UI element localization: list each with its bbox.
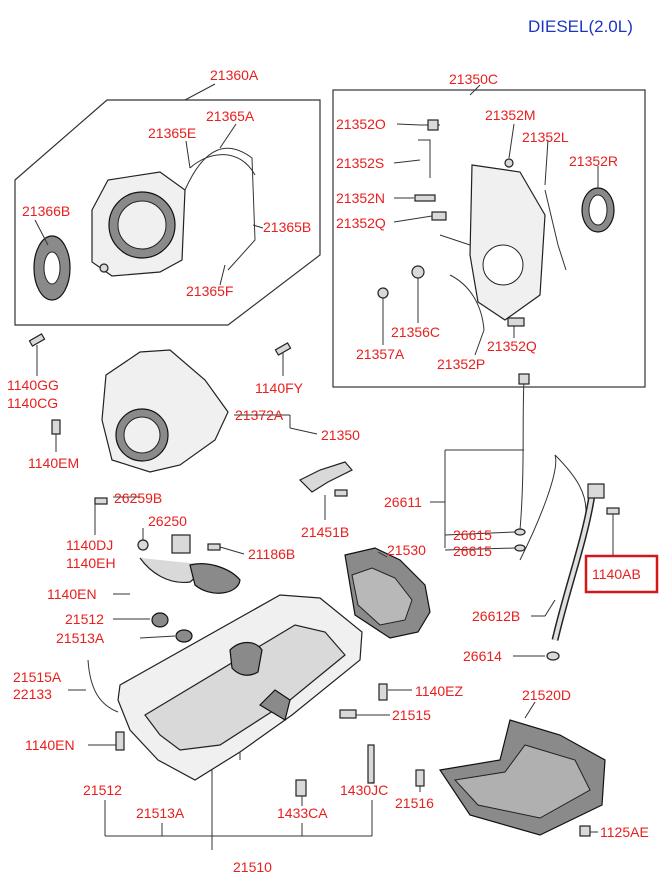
label-21352Q-upper[interactable]: 21352Q [336,215,386,231]
label-21365E[interactable]: 21365E [148,125,196,141]
label-21512-upper[interactable]: 21512 [65,611,104,627]
label-21365F[interactable]: 21365F [186,283,233,299]
label-21451B[interactable]: 21451B [301,524,349,540]
label-21372A[interactable]: 21372A [235,407,284,423]
label-21515A[interactable]: 21515A [13,669,62,685]
label-1140FY[interactable]: 1140FY [255,380,304,396]
label-21352S[interactable]: 21352S [336,155,384,171]
label-21186B[interactable]: 21186B [248,546,295,562]
label-21366B[interactable]: 21366B [22,203,70,219]
bracket-21451b-drawing [298,461,353,497]
label-21352M[interactable]: 21352M [485,107,536,123]
baffle-21530-drawing [344,547,431,639]
label-21513A-lower[interactable]: 21513A [136,805,185,821]
label-21356C[interactable]: 21356C [391,324,440,340]
dipstick-drawing [514,373,587,561]
timing-cover-group-box [14,99,321,326]
label-1140DJ[interactable]: 1140DJ [66,537,113,553]
label-21515[interactable]: 21515 [392,707,431,723]
label-26615-lower[interactable]: 26615 [453,543,492,559]
label-21360A[interactable]: 21360A [210,67,259,83]
label-21520D[interactable]: 21520D [522,687,571,703]
label-26250[interactable]: 26250 [148,513,187,529]
label-26259B[interactable]: 26259B [114,490,162,506]
rear-cover-group-box [332,89,646,388]
label-1140GG[interactable]: 1140GG [7,377,59,393]
skid-plate-drawing [438,719,606,837]
label-21352N[interactable]: 21352N [336,190,385,206]
label-21516[interactable]: 21516 [395,795,434,811]
label-21352R[interactable]: 21352R [569,153,618,169]
label-21352L[interactable]: 21352L [522,129,569,145]
leader-lines [34,83,614,850]
label-21352Q-lower[interactable]: 21352Q [487,338,537,354]
label-21352O[interactable]: 21352O [336,116,386,132]
part-labels: 21360A 21365A 21365E 21366B 21365B 21365… [7,67,649,875]
label-21365A[interactable]: 21365A [206,108,255,124]
label-26614[interactable]: 26614 [463,648,502,664]
label-21513A-upper[interactable]: 21513A [56,630,105,646]
label-1433CA[interactable]: 1433CA [277,805,328,821]
lower-timing-cover-drawing [28,333,292,473]
label-21352P[interactable]: 21352P [437,356,485,372]
label-21350C[interactable]: 21350C [449,71,498,87]
label-1430JC[interactable]: 1430JC [340,782,388,798]
label-1140AB[interactable]: 1140AB [592,566,641,582]
label-1140EM[interactable]: 1140EM [28,455,79,471]
oil-pickup-drawing [94,497,241,594]
highlight-box-1140ab[interactable] [584,554,659,594]
label-22133[interactable]: 22133 [13,686,52,702]
label-21512-lower[interactable]: 21512 [83,782,122,798]
label-1140EN-lower[interactable]: 1140EN [25,737,75,753]
label-21350[interactable]: 21350 [321,427,360,443]
diagram-title: DIESEL(2.0L) [528,17,633,36]
oil-pan-drawing [87,594,425,797]
label-21357A[interactable]: 21357A [356,346,405,362]
label-26611[interactable]: 26611 [384,494,422,510]
dipstick-tube-drawing [546,483,620,661]
label-1125AE[interactable]: 1125AE [600,824,649,840]
timing-belt-cover-drawing [33,147,256,301]
label-26612B[interactable]: 26612B [472,608,520,624]
label-26615-upper[interactable]: 26615 [453,527,492,543]
label-1140EZ[interactable]: 1140EZ [415,683,463,699]
label-1140CG[interactable]: 1140CG [7,395,58,411]
label-21510[interactable]: 21510 [233,859,272,875]
label-21530[interactable]: 21530 [387,542,426,558]
label-21365B[interactable]: 21365B [263,219,311,235]
label-1140EN-upper[interactable]: 1140EN [47,586,97,602]
label-1140EH[interactable]: 1140EH [66,555,116,571]
rear-cover-drawing [377,119,615,331]
